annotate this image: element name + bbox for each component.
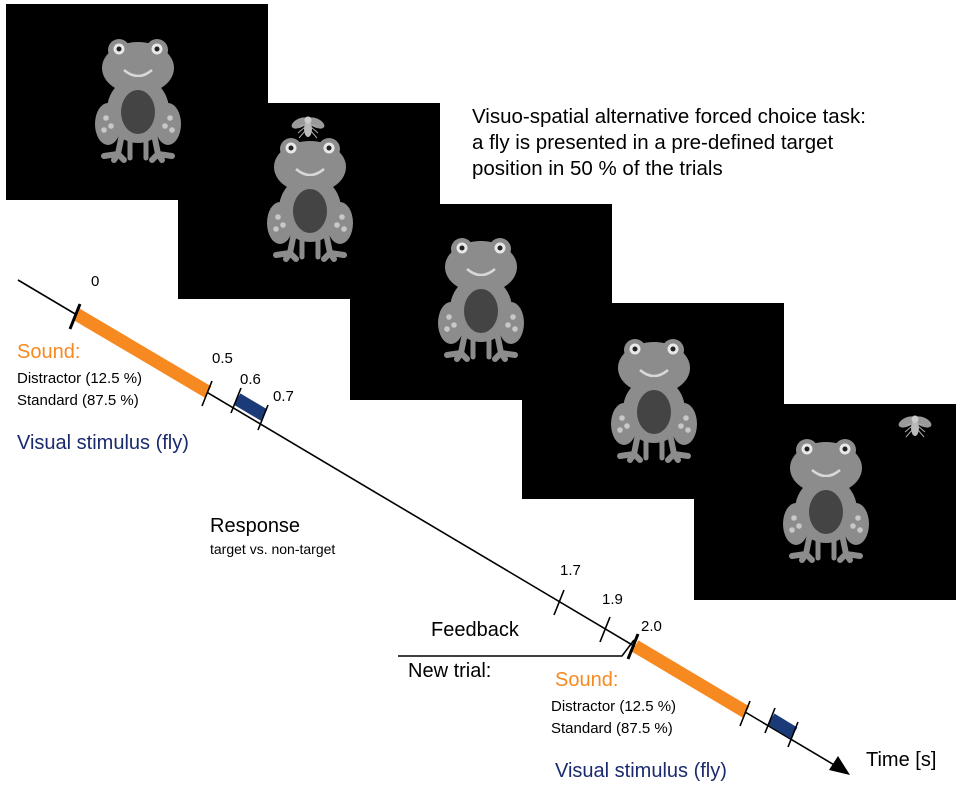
tick-mark [257, 404, 269, 431]
tick-mark [599, 616, 611, 643]
tick-mark [230, 387, 242, 414]
tick-mark [201, 380, 213, 407]
sound-bar-2 [631, 640, 750, 718]
fly-icon [896, 413, 934, 438]
tick-mark [626, 633, 640, 660]
tick-label: 0.7 [273, 388, 294, 405]
distractor-label-2: Distractor (12.5 %) [551, 698, 677, 715]
new-trial-line [398, 639, 635, 657]
time-axis-label: Time [s] [866, 749, 937, 771]
frog-icon [783, 439, 869, 560]
tick-label: 1.7 [560, 562, 581, 579]
sound-label-2: Sound: [555, 669, 619, 691]
visual-bar-1 [233, 393, 268, 421]
visual-bar-2 [767, 713, 798, 739]
standard-label: Standard (87.5 %) [17, 392, 139, 409]
visual-stimulus-label-2: Visual stimulus (fly) [555, 760, 727, 782]
tick-mark [787, 721, 799, 748]
frog-icon [95, 39, 181, 160]
tick-label: 0.6 [240, 371, 261, 388]
tick-mark [68, 303, 82, 330]
feedback-label: Feedback [431, 619, 519, 641]
tick-label: 1.9 [602, 591, 623, 608]
tick-mark [739, 700, 751, 727]
task-description: Visuo-spatial alternative forced choice … [472, 104, 942, 182]
tick-label: 0.5 [212, 350, 233, 367]
sound-label: Sound: [17, 341, 81, 363]
task-description-line: a fly is presented in a pre-defined targ… [472, 131, 834, 154]
distractor-label: Distractor (12.5 %) [17, 370, 143, 387]
sound-bar-1 [72, 308, 212, 398]
visual-stimulus-label: Visual stimulus (fly) [17, 432, 189, 454]
arrow-head-icon [829, 756, 850, 775]
fly-icon [289, 114, 327, 139]
tick-mark [553, 589, 565, 616]
new-trial-label: New trial: [408, 660, 492, 682]
response-sublabel: target vs. non-target [210, 541, 336, 557]
standard-label-2: Standard (87.5 %) [551, 720, 673, 737]
frog-icon [611, 339, 697, 460]
task-description-line: Visuo-spatial alternative forced choice … [472, 105, 866, 128]
frog-icon [267, 138, 353, 259]
tick-label: 2.0 [641, 618, 662, 635]
task-description-line: position in 50 % of the trials [472, 157, 723, 180]
frog-icon [438, 238, 524, 359]
response-label: Response [210, 515, 301, 537]
tick-mark [764, 707, 776, 734]
tick-label: 0 [91, 273, 100, 290]
